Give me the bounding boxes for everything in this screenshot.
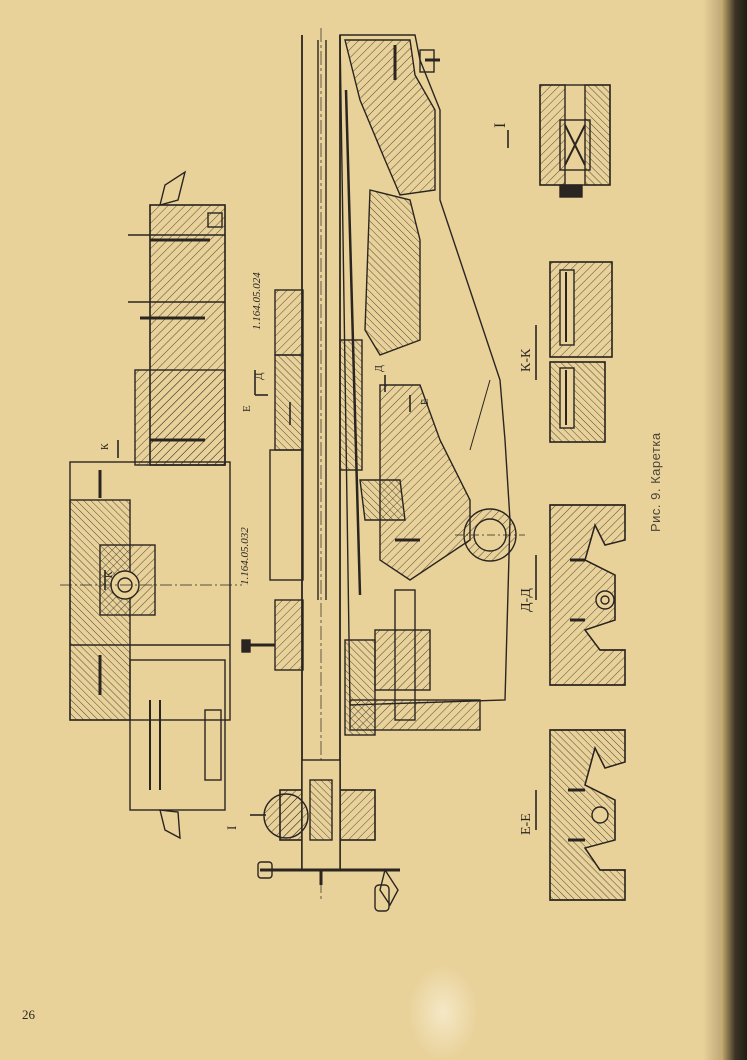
upper-slide-body [60,170,242,840]
section-DD-label: Д-Д [519,588,534,612]
cut-markers [104,130,537,830]
cut-D-top-label: Д [253,372,265,380]
page-number: 26 [22,1007,35,1022]
callout-I-label: I [224,826,239,830]
cut-D-right-label: Д [374,365,385,372]
cut-E-right-label: Е [420,399,431,405]
section-view-DD [549,504,626,686]
spine-shadow [703,0,721,1060]
section-view-KK [549,261,613,443]
section-EE-label: Е-Е [519,813,534,835]
carriage-housing [339,34,525,736]
figure-caption: Рис. 9. Каретка [648,432,663,532]
shaft-nut-block [241,289,363,671]
part-ref-1-label: 1.164.05.024 [251,272,263,330]
book-binding-edge [721,0,747,1060]
part-ref-2-label: 1.164.05.032 [239,527,251,585]
cut-K-left-label: К [104,571,115,578]
section-view-I [539,84,611,198]
section-KK-label: К-К [519,348,534,372]
cut-K-top-label: К [100,443,111,450]
section-view-EE [549,729,626,901]
detail-I-label: I [492,123,509,128]
paper-stain [408,965,478,1060]
cut-E-top-label: Е [241,405,253,412]
handwheel [257,759,400,912]
